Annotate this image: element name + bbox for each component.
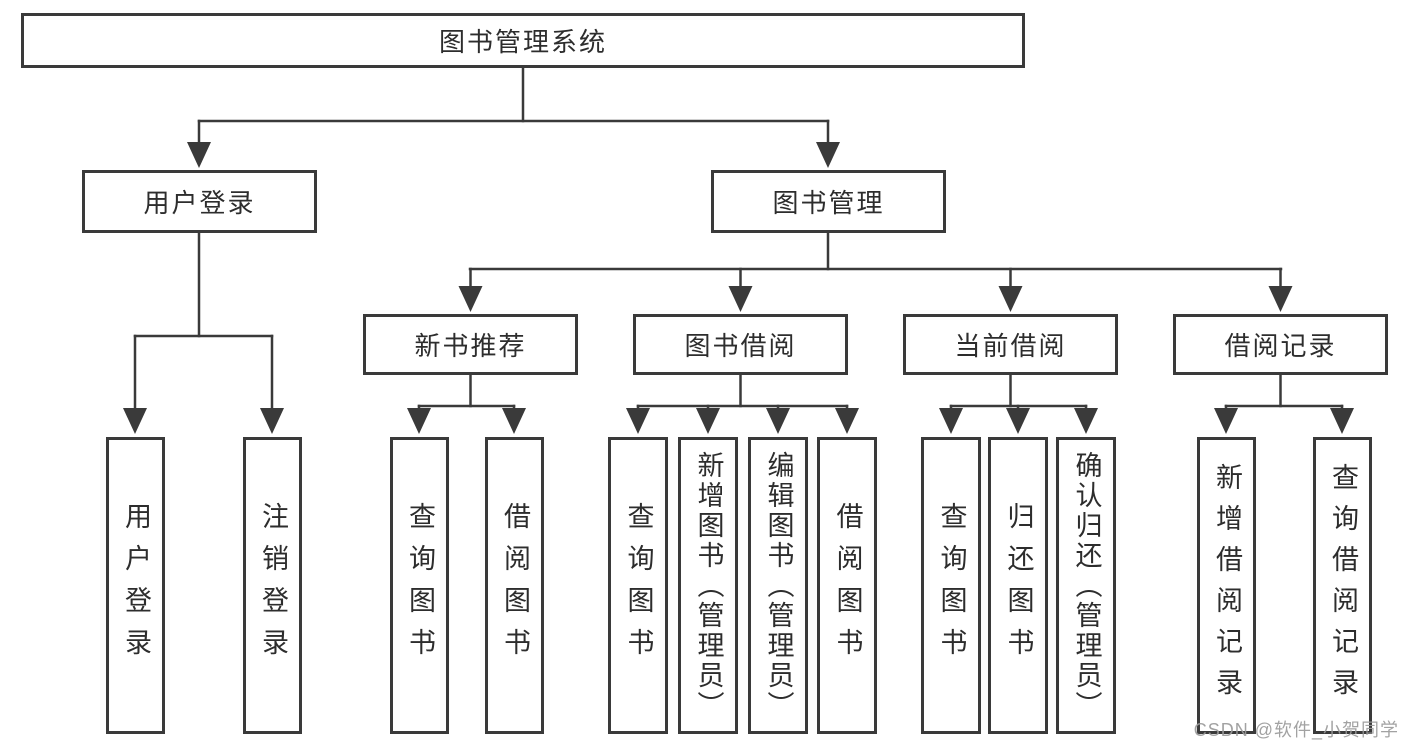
leaf-add-borrow-record: 新增借阅记录 — [1197, 437, 1256, 734]
node-user-login-label: 用户登录 — [143, 188, 256, 218]
leaf-edit-books-admin-label: 编辑图书（管理员） — [763, 450, 794, 721]
node-current-borrow: 当前借阅 — [903, 314, 1118, 375]
leaf-user-login-label: 用户登录 — [121, 501, 151, 670]
leaf-logout-label: 注销登录 — [258, 501, 288, 670]
leaf-query-borrow-record-label: 查询借阅记录 — [1328, 462, 1358, 709]
leaf-confirm-return-admin: 确认归还（管理员） — [1056, 437, 1116, 734]
leaf-add-borrow-record-label: 新增借阅记录 — [1212, 462, 1242, 709]
leaf-add-books-admin: 新增图书（管理员） — [678, 437, 738, 734]
node-borrow-records-label: 借阅记录 — [1224, 331, 1337, 361]
node-book-management-label: 图书管理 — [772, 188, 885, 218]
node-root: 图书管理系统 — [21, 13, 1025, 68]
node-user-login: 用户登录 — [82, 170, 317, 233]
leaf-query-books-recommend-label: 查询图书 — [405, 501, 435, 670]
leaf-return-books-label: 归还图书 — [1003, 501, 1034, 670]
node-borrow-records: 借阅记录 — [1173, 314, 1388, 375]
leaf-borrow-books-label: 借阅图书 — [832, 501, 863, 670]
leaf-borrow-books-recommend-label: 借阅图书 — [500, 501, 530, 670]
node-new-book-recommend: 新书推荐 — [363, 314, 578, 375]
leaf-query-books-recommend: 查询图书 — [390, 437, 449, 734]
leaf-add-books-admin-label: 新增图书（管理员） — [693, 450, 724, 721]
node-book-borrow: 图书借阅 — [633, 314, 848, 375]
node-new-book-recommend-label: 新书推荐 — [414, 331, 527, 361]
leaf-logout: 注销登录 — [243, 437, 302, 734]
leaf-user-login: 用户登录 — [106, 437, 165, 734]
node-current-borrow-label: 当前借阅 — [954, 331, 1067, 361]
csdn-watermark: CSDN @软件_小贺同学 — [1193, 720, 1399, 740]
leaf-confirm-return-admin-label: 确认归还（管理员） — [1071, 450, 1102, 721]
leaf-borrow-books-recommend: 借阅图书 — [485, 437, 544, 734]
leaf-query-borrow-record: 查询借阅记录 — [1313, 437, 1372, 734]
leaf-query-books-current: 查询图书 — [921, 437, 981, 734]
node-book-borrow-label: 图书借阅 — [684, 331, 797, 361]
leaf-borrow-books: 借阅图书 — [817, 437, 877, 734]
leaf-edit-books-admin: 编辑图书（管理员） — [748, 437, 808, 734]
leaf-query-books-borrow: 查询图书 — [608, 437, 668, 734]
node-book-management: 图书管理 — [711, 170, 946, 233]
leaf-query-books-current-label: 查询图书 — [936, 501, 967, 670]
leaf-query-books-borrow-label: 查询图书 — [623, 501, 654, 670]
node-root-label: 图书管理系统 — [438, 27, 607, 57]
leaf-return-books: 归还图书 — [988, 437, 1048, 734]
